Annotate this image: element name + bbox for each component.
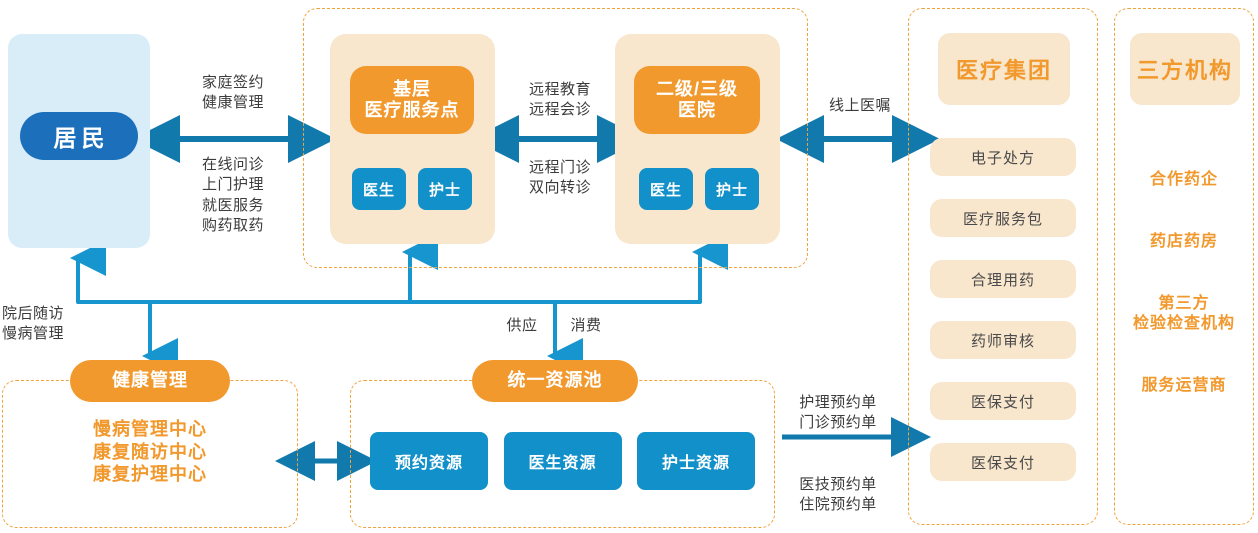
list-item[interactable]: 康复随访中心 (93, 441, 207, 462)
list-item[interactable]: 药店药房 (1149, 233, 1218, 250)
resource-pool-items: 预约资源 医生资源 护士资源 (370, 432, 755, 490)
edge-label-booking-nursing: 护理预约单 门诊预约单 (799, 394, 877, 432)
list-item[interactable]: 合作药企 (1149, 171, 1218, 188)
edge-label-online-services: 在线问诊 上门护理 就医服务 购药取药 (201, 156, 264, 234)
edge-label-consume: 消费 (570, 317, 602, 334)
medical-service-container (303, 8, 808, 268)
third-party-title: 三方机构 (1130, 33, 1240, 105)
medical-group-list: 电子处方 医疗服务包 合理用药 药师审核 医保支付 医保支付 (930, 138, 1076, 504)
health-management-title[interactable]: 健康管理 (70, 360, 230, 402)
edge-label-booking-inpatient: 医技预约单 住院预约单 (799, 476, 877, 514)
edge-label-online-order: 线上医嘱 (828, 97, 891, 114)
resident-pill[interactable]: 居民 (20, 112, 138, 160)
list-item[interactable]: 第三方 检验检查机构 (1132, 295, 1235, 332)
health-management-list: 慢病管理中心 康复随访中心 康复护理中心 (12, 418, 288, 486)
resource-chip-doctor[interactable]: 医生资源 (503, 432, 622, 490)
medical-group-title: 医疗集团 (938, 33, 1070, 105)
edge-label-remote-clinic: 远程门诊 双向转诊 (528, 159, 591, 197)
resource-pool-title[interactable]: 统一资源池 (472, 360, 638, 402)
list-item[interactable]: 药师审核 (930, 321, 1076, 359)
edge-label-supply: 供应 (506, 317, 538, 334)
resource-chip-nurse[interactable]: 护士资源 (637, 432, 755, 490)
list-item[interactable]: 康复护理中心 (93, 464, 207, 484)
third-party-container (1114, 8, 1254, 525)
medical-group-container (908, 8, 1098, 525)
list-item[interactable]: 医保支付 (930, 382, 1076, 420)
hospital-title[interactable]: 二级/三级 医院 (634, 66, 760, 134)
third-party-list: 合作药企 药店药房 第三方 检验检查机构 服务运营商 (1114, 170, 1254, 438)
hospital-nurse-chip[interactable]: 护士 (705, 168, 759, 210)
list-item[interactable]: 合理用药 (930, 260, 1076, 298)
list-item[interactable]: 服务运营商 (1141, 377, 1227, 394)
grassroots-doctor-chip[interactable]: 医生 (352, 168, 406, 210)
list-item[interactable]: 医疗服务包 (930, 199, 1076, 237)
edge-label-remote-education: 远程教育 远程会诊 (528, 81, 591, 119)
resource-chip-booking[interactable]: 预约资源 (370, 432, 488, 490)
hospital-doctor-chip[interactable]: 医生 (639, 168, 693, 210)
edge-label-family-contract: 家庭签约 健康管理 (201, 74, 264, 112)
list-item[interactable]: 慢病管理中心 (93, 419, 207, 439)
list-item[interactable]: 电子处方 (930, 138, 1076, 176)
list-item[interactable]: 医保支付 (930, 443, 1076, 481)
grassroots-nurse-chip[interactable]: 护士 (418, 168, 472, 210)
edge-label-post-discharge: 院后随访 慢病管理 (2, 305, 65, 343)
grassroots-title[interactable]: 基层 医疗服务点 (350, 66, 474, 134)
